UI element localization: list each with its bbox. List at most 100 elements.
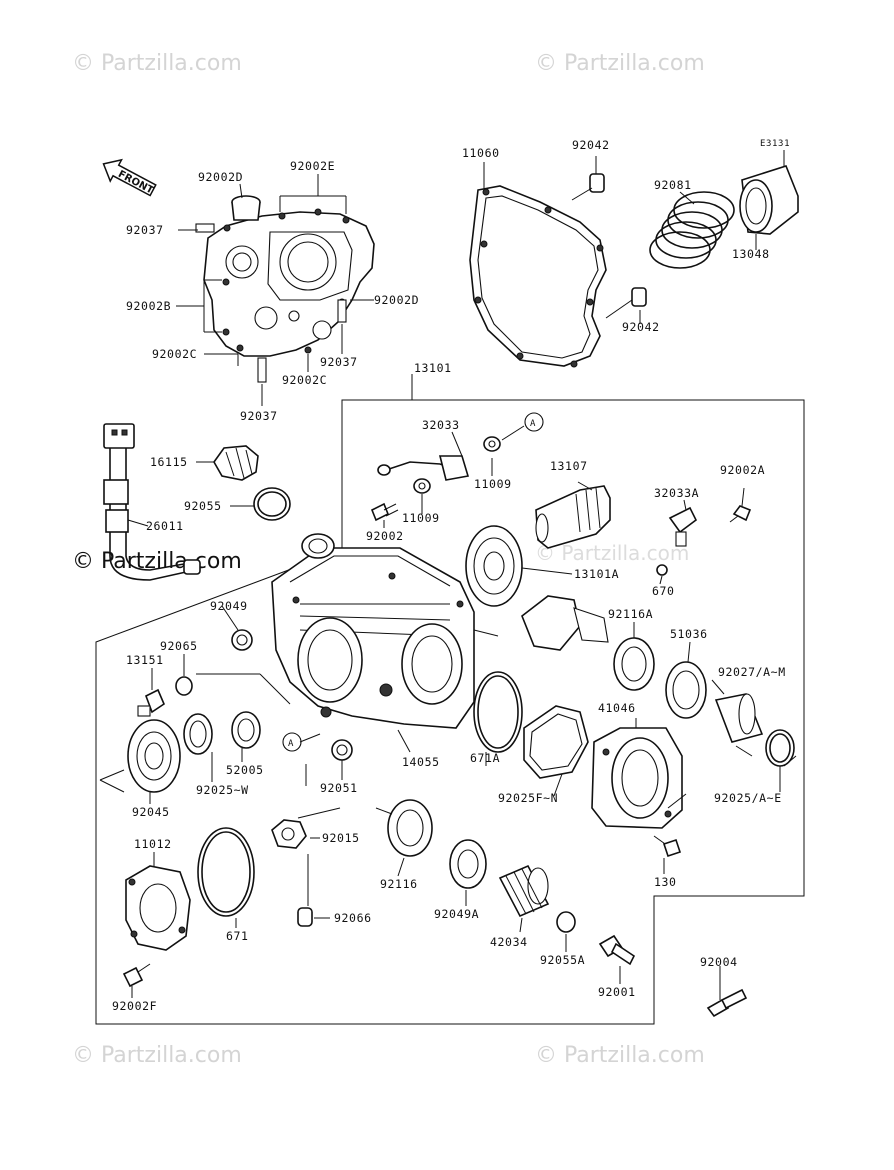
- label-92002B: 92002B: [126, 299, 171, 313]
- roller-42034: [498, 864, 550, 918]
- label-130: 130: [654, 875, 677, 889]
- bolt-130: [653, 835, 682, 858]
- watermark-bottom-left: © Partzilla.com: [72, 1043, 242, 1068]
- label-92002F: 92002F: [112, 999, 157, 1013]
- bearing-92116A: [613, 637, 655, 691]
- watermarks: © Partzilla.com © Partzilla.com © Partzi…: [72, 51, 705, 1068]
- label-51036: 51036: [670, 627, 708, 641]
- label-92045: 92045: [132, 805, 170, 819]
- label-671A: 671A: [470, 751, 500, 765]
- o-ring-92055A: [556, 911, 576, 933]
- o-ring-92055: [253, 487, 291, 521]
- bearing-92116: [387, 799, 433, 857]
- label-41046: 41046: [598, 701, 636, 715]
- label-92037-left: 92037: [126, 223, 164, 237]
- label-670: 670: [652, 584, 675, 598]
- part-labels: 11060 92042 92081 13048 92042 92002D 920…: [112, 138, 786, 1013]
- assembly-leaders: [99, 431, 797, 1000]
- label-92025A: 92025/A~E: [714, 791, 782, 805]
- bolt-92002A: [729, 505, 752, 523]
- label-92051: 92051: [320, 781, 358, 795]
- washer-11009-a: [483, 436, 501, 452]
- housing-41046: [591, 727, 683, 829]
- callout-a-top-icon: [524, 412, 544, 432]
- label-92037-bottom: 92037: [240, 409, 278, 423]
- label-92066: 92066: [334, 911, 372, 925]
- collar-92027: [714, 693, 764, 743]
- label-92116A: 92116A: [608, 607, 653, 621]
- label-92002C-bottom: 92002C: [282, 373, 327, 387]
- label-92015: 92015: [322, 831, 360, 845]
- washer-92049: [231, 629, 253, 651]
- label-11060: 11060: [462, 146, 500, 160]
- label-92002: 92002: [366, 529, 404, 543]
- spacer-52005: [231, 711, 261, 749]
- o-ring-671A: [473, 671, 523, 753]
- label-92037-right: 92037: [320, 355, 358, 369]
- washer-11009-b: [413, 478, 431, 494]
- watermark-top-right: © Partzilla.com: [535, 51, 705, 76]
- label-92002A: 92002A: [720, 463, 765, 477]
- label-92042-bottom: 92042: [622, 320, 660, 334]
- watermark-bottom-right: © Partzilla.com: [535, 1043, 705, 1068]
- spring-92081: [649, 191, 735, 269]
- leader-callout-a: [501, 425, 525, 441]
- label-32033A: 32033A: [654, 486, 699, 500]
- label-52005: 52005: [226, 763, 264, 777]
- coupling-13048: [739, 165, 799, 235]
- label-92025F: 92025F~N: [498, 791, 558, 805]
- label-92042-top: 92042: [572, 138, 610, 152]
- cap-16115: [213, 445, 259, 481]
- dowel-pin-92042-bottom: [631, 287, 647, 307]
- label-671: 671: [226, 929, 249, 943]
- sensor-13151: [137, 688, 165, 717]
- label-13048: 13048: [732, 247, 770, 261]
- label-92116: 92116: [380, 877, 418, 891]
- label-16115: 16115: [150, 455, 188, 469]
- front-label: FRONT: [116, 169, 155, 197]
- dowel-pin-92042-top: [589, 173, 605, 193]
- shim-92025F: [523, 705, 589, 779]
- label-11009-b: 11009: [402, 511, 440, 525]
- label-32033: 32033: [422, 418, 460, 432]
- bolt-92002F: [122, 963, 151, 988]
- cover-leaders: [176, 174, 374, 406]
- label-92004: 92004: [700, 955, 738, 969]
- o-ring-670: [656, 564, 668, 576]
- holder-32033A: [668, 506, 698, 547]
- shaft-13107: [535, 485, 611, 549]
- oil-pipe-32033: [377, 455, 470, 481]
- label-92002D-right: 92002D: [374, 293, 419, 307]
- callout-a-top: A: [530, 419, 536, 429]
- bolt-92001: [598, 934, 636, 966]
- label-92065: 92065: [160, 639, 198, 653]
- label-92055: 92055: [184, 499, 222, 513]
- bolt-92002: [370, 502, 399, 522]
- diagram-code: E3131: [760, 139, 790, 149]
- label-92081: 92081: [654, 178, 692, 192]
- oil-seal-51036: [665, 661, 707, 719]
- label-11009-a: 11009: [474, 477, 512, 491]
- pin-92066: [297, 907, 313, 927]
- callout-a-bottom: A: [288, 739, 294, 749]
- bolt-92004: [706, 988, 748, 1018]
- bearing-92049A: [449, 839, 487, 889]
- label-13107: 13107: [550, 459, 588, 473]
- label-92002D-top: 92002D: [198, 170, 243, 184]
- lead-wire-26011: [103, 423, 201, 581]
- gear-case-14055: [271, 533, 475, 729]
- label-92002C-left: 92002C: [152, 347, 197, 361]
- watermark-dark: © Partzilla.com: [72, 549, 242, 574]
- label-26011: 26011: [146, 519, 184, 533]
- bevel-gear-13101A: [465, 525, 609, 651]
- label-92001: 92001: [598, 985, 636, 999]
- label-92049A: 92049A: [434, 907, 479, 921]
- gearcase-cover: [195, 195, 375, 383]
- label-92027: 92027/A~M: [718, 665, 786, 679]
- gasket-leaders: [483, 156, 641, 324]
- washer-92051: [331, 739, 353, 761]
- front-arrow-icon: FRONT: [102, 158, 157, 197]
- label-11012: 11012: [134, 837, 172, 851]
- spring-leaders: [679, 150, 785, 250]
